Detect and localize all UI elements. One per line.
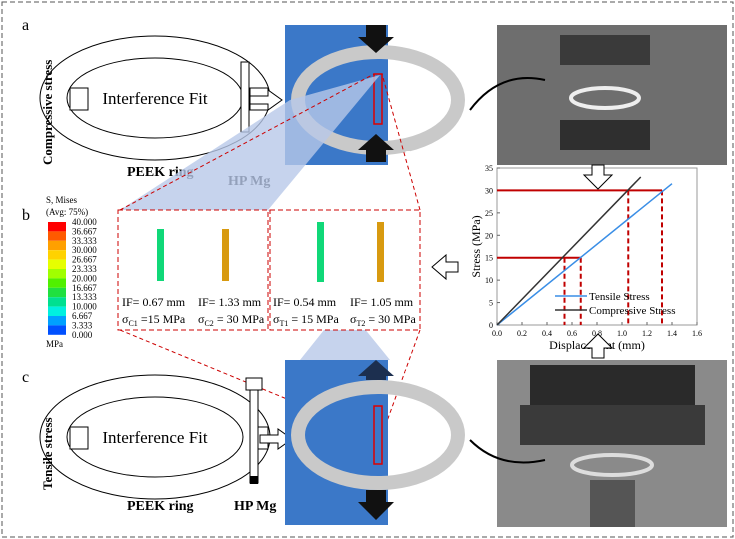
hp-mg-label-c: HP Mg [234,499,276,514]
loading-label-c-top: Loading [405,369,455,384]
legend-swatch [48,231,66,241]
panel-label-c: c [22,369,29,386]
y-tick-label: 25 [485,209,493,218]
legend-swatch [48,287,66,298]
interference-fit-value: IF= 1.05 mm [350,295,414,309]
loading-label-c-bottom: Loading [405,487,455,502]
interference-fit-value: IF= 1.33 mm [198,295,262,309]
legend-value: 33.333 [72,236,97,246]
sample-rod [317,222,324,282]
stress-displacement-chart: 0.0 0.2 0.4 0.6 0.8 1.0 1.2 1.4 1.6 0 5 10 15 20 25 30 3… [469,164,702,352]
legend-swatch [48,250,66,260]
legend-swatch [48,240,66,251]
arrow-left-icon [431,253,459,281]
legend-value: 20.000 [72,273,97,283]
x-tick-label: 0.8 [592,329,602,338]
legend-value: 23.333 [72,264,97,274]
y-axis-label: Stress (MPa) [469,215,483,277]
legend-swatch [48,222,66,232]
arrow-down-icon [582,164,614,190]
interference-fit-label-a: Interference Fit [102,89,208,108]
y-tick-label: 5 [489,299,493,308]
legend-value: 16.667 [72,283,97,293]
y-tick-label: 0 [489,321,493,330]
x-tick-label: 1.6 [692,329,702,338]
sample-rod [157,229,164,281]
series-line-tensile-stress [496,183,673,326]
tensile-stress-label: Tensile stress [40,417,55,490]
x-tick-label: 1.2 [642,329,652,338]
legend-unit: MPa [46,339,63,349]
peek-ring-label-c: PEEK ring [127,499,194,514]
stress-value: σT1 = 15 MPa [273,312,339,328]
arrow-up-icon [582,333,614,359]
up-arrow-icon [358,360,394,380]
down-arrow-icon [358,25,394,53]
sample-rod [222,229,229,281]
stress-value: σC1 =15 MPa [122,312,186,328]
x-tick-label: 0.0 [492,329,502,338]
legend-entry: Tensile Stress [589,291,650,303]
legend-value: 40.000 [72,217,97,227]
y-tick-label: 15 [485,254,493,263]
x-tick-label: 0.2 [517,329,527,338]
x-tick-label: 0.4 [542,329,552,338]
panel-label-a: a [22,17,29,34]
y-tick-label: 30 [485,186,493,195]
legend-value: 6.667 [72,311,93,321]
legend-value: 0.000 [72,330,93,340]
y-tick-label: 20 [485,231,493,240]
loading-label-a-bottom: Loading [405,149,455,164]
legend-value: 3.333 [72,320,93,330]
legend-value: 26.667 [72,255,97,265]
panel-label-b: b [22,207,30,224]
legend-subtitle: (Avg: 75%) [46,207,88,217]
legend-value: 30.000 [72,245,97,255]
interference-fit-label-c: Interference Fit [102,428,208,447]
legend-title: S, Mises [46,195,78,205]
x-tick-label: 0.6 [567,329,577,338]
down-arrow-icon [358,490,394,520]
stress-value: σT2 = 30 MPa [350,312,416,328]
y-tick-label: 10 [485,276,493,285]
compressive-stress-label: Compressive stress [40,60,55,165]
legend-value: 13.333 [72,292,97,302]
x-tick-label: 1.0 [617,329,627,338]
interference-fit-value: IF= 0.54 mm [273,295,337,309]
y-tick-label: 35 [485,164,493,173]
legend-swatch [48,297,66,307]
sample-rod [377,222,384,282]
up-arrow-icon [358,134,394,162]
interference-fit-value: IF= 0.67 mm [122,295,186,309]
legend-value: 36.667 [72,226,97,236]
legend-value: 10.000 [72,302,97,312]
stress-value: σC2 = 30 MPa [198,312,265,328]
legend-swatch [48,269,66,279]
tensile-fe-box [269,209,421,331]
legend-swatch [48,259,66,269]
series-line-compressive-stress [496,176,642,326]
arrow-right-icon [249,89,283,111]
legend-swatch [48,316,66,326]
legend-swatch [48,306,66,316]
loading-label-a-top: Loading [405,34,455,49]
compressive-fe-box [117,209,269,331]
stress-color-legend: 40.00036.66733.33330.00026.66723.33320.0… [48,217,97,340]
legend-swatch [48,325,66,335]
legend-swatch [48,278,66,288]
legend-entry: Compressive Stress [589,305,675,317]
x-tick-label: 1.4 [667,329,677,338]
